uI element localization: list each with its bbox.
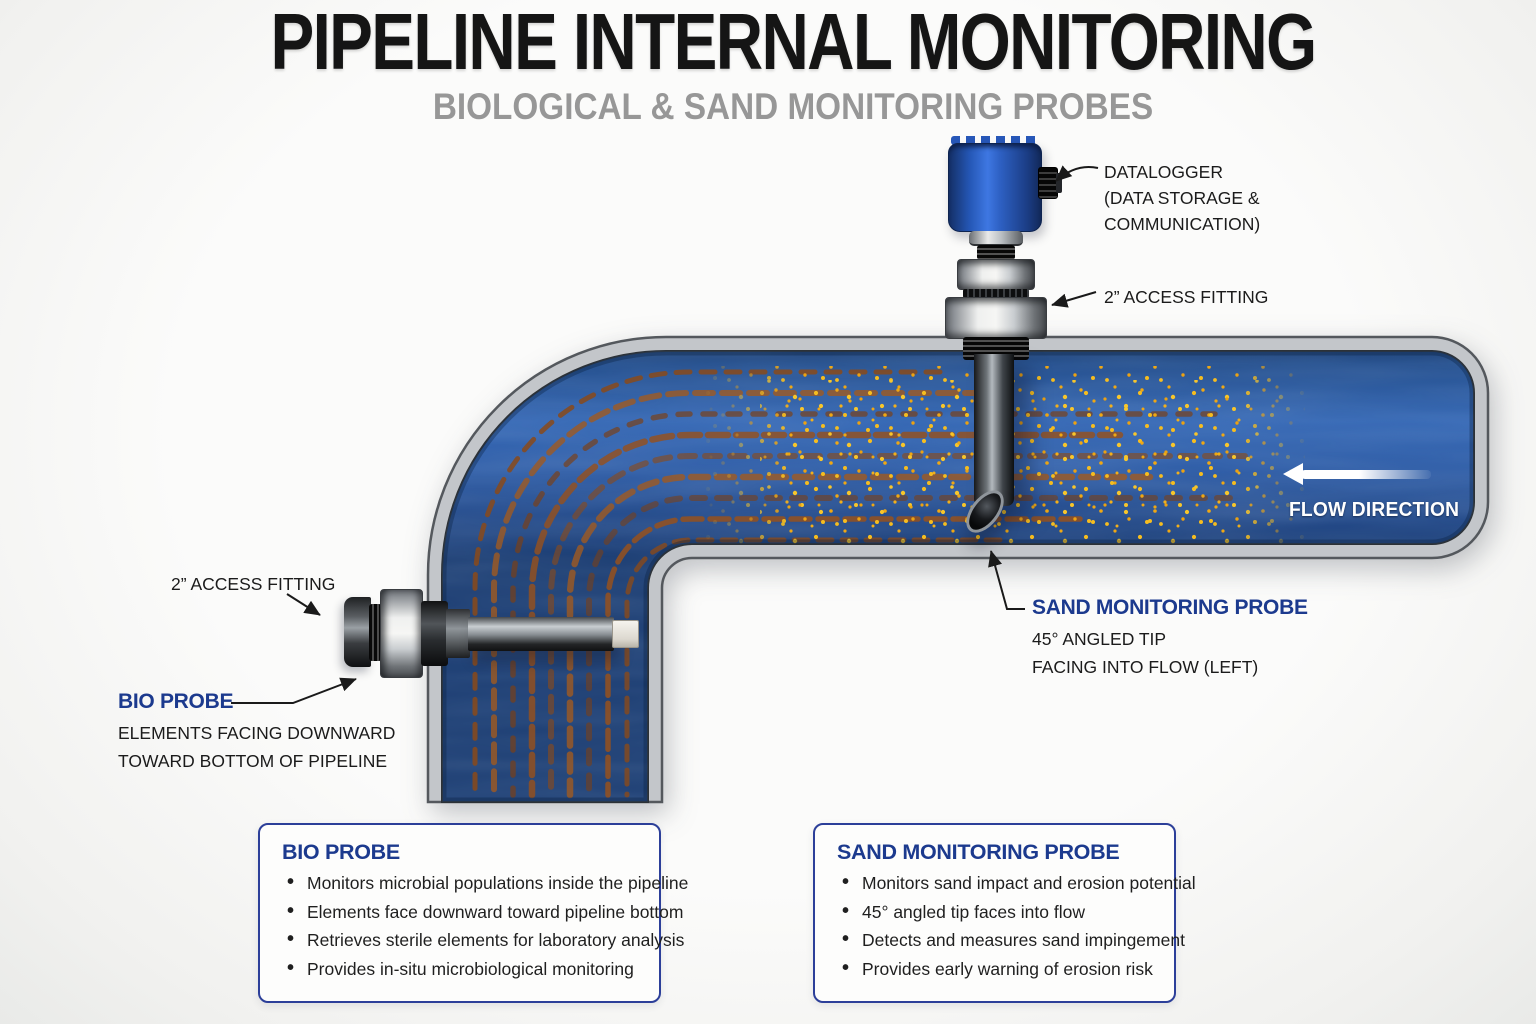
datalogger-connector-port xyxy=(1038,167,1058,199)
fitting-lock-ring xyxy=(963,289,1029,298)
bio-probe-shaft xyxy=(468,617,614,651)
page-subtitle: BIOLOGICAL & SAND MONITORING PROBES xyxy=(432,86,1154,127)
bio-fitting-entry-flange xyxy=(446,609,470,658)
info-box-title: SAND MONITORING PROBE xyxy=(837,840,1120,864)
info-box-list: Monitors microbial populations inside th… xyxy=(280,871,688,980)
info-bullet: Retrieves sterile elements for laborator… xyxy=(280,928,684,951)
callout-line: COMMUNICATION) xyxy=(1104,214,1261,234)
bio-probe-element-tip xyxy=(612,620,639,648)
info-bullet: 45° angled tip faces into flow xyxy=(835,900,1154,923)
bio-probe-title: BIO PROBE xyxy=(118,690,234,713)
info-box-title: BIO PROBE xyxy=(282,840,400,864)
probe-thread-section xyxy=(977,245,1015,260)
datalogger-connector-tip xyxy=(1056,173,1062,193)
callout-line: (DATA STORAGE & xyxy=(1104,188,1260,208)
callout-line: ELEMENTS FACING DOWNWARD xyxy=(118,723,396,743)
bio-probe-info-box: BIO PROBE Monitors microbial populations… xyxy=(258,823,688,1003)
access-fitting-hex-small xyxy=(957,259,1035,290)
page-title: PIPELINE INTERNAL MONITORING xyxy=(270,0,1317,86)
callout-access-fitting-right: 2” ACCESS FITTING xyxy=(1104,284,1268,310)
callout-bio-probe: BIO PROBE ELEMENTS FACING DOWNWARD TOWAR… xyxy=(118,690,395,775)
callout-line: TOWARD BOTTOM OF PIPELINE xyxy=(118,751,388,771)
sand-probe-title: SAND MONITORING PROBE xyxy=(1032,596,1308,619)
bio-fitting-threads xyxy=(369,604,382,661)
sand-probe-shaft xyxy=(974,354,1014,506)
access-fitting-hex-large xyxy=(945,297,1047,339)
info-bullet: Monitors microbial populations inside th… xyxy=(280,871,688,894)
header: PIPELINE INTERNAL MONITORING BIOLOGICAL … xyxy=(0,0,1536,128)
callout-datalogger: DATALOGGER (DATA STORAGE & COMMUNICATION… xyxy=(1104,159,1260,237)
probe-adapter-flange xyxy=(969,231,1023,246)
info-bullet: Detects and measures sand impingement xyxy=(835,928,1185,951)
datalogger-cap-notches xyxy=(951,136,1039,145)
sand-probe-info-box: SAND MONITORING PROBE Monitors sand impa… xyxy=(813,823,1196,1003)
info-bullet: Provides in-situ microbiological monitor… xyxy=(280,957,639,980)
callout-line: 2” ACCESS FITTING xyxy=(171,574,336,594)
flow-direction-arrow xyxy=(1283,463,1431,485)
info-bullet: Elements face downward toward pipeline b… xyxy=(280,900,683,923)
bio-fitting-end-cap xyxy=(344,597,371,667)
datalogger-body xyxy=(948,143,1042,232)
flow-direction-label: FLOW DIRECTION xyxy=(1289,499,1460,521)
flow-streaks xyxy=(472,369,1248,799)
callout-line: FACING INTO FLOW (LEFT) xyxy=(1032,657,1259,677)
info-bullet: Monitors sand impact and erosion potenti… xyxy=(835,871,1196,894)
bio-access-fitting-hex xyxy=(380,589,423,678)
callout-line: 2” ACCESS FITTING xyxy=(1104,287,1269,307)
callout-line: 45° ANGLED TIP xyxy=(1032,629,1167,649)
callout-line: DATALOGGER xyxy=(1104,162,1223,182)
callout-sand-probe: SAND MONITORING PROBE 45° ANGLED TIP FAC… xyxy=(1032,596,1308,681)
info-box-list: Monitors sand impact and erosion potenti… xyxy=(835,871,1196,980)
info-bullet: Provides early warning of erosion risk xyxy=(835,957,1154,980)
bio-fitting-lock-ring xyxy=(421,601,448,666)
callout-access-fitting-left: 2” ACCESS FITTING xyxy=(171,571,335,597)
